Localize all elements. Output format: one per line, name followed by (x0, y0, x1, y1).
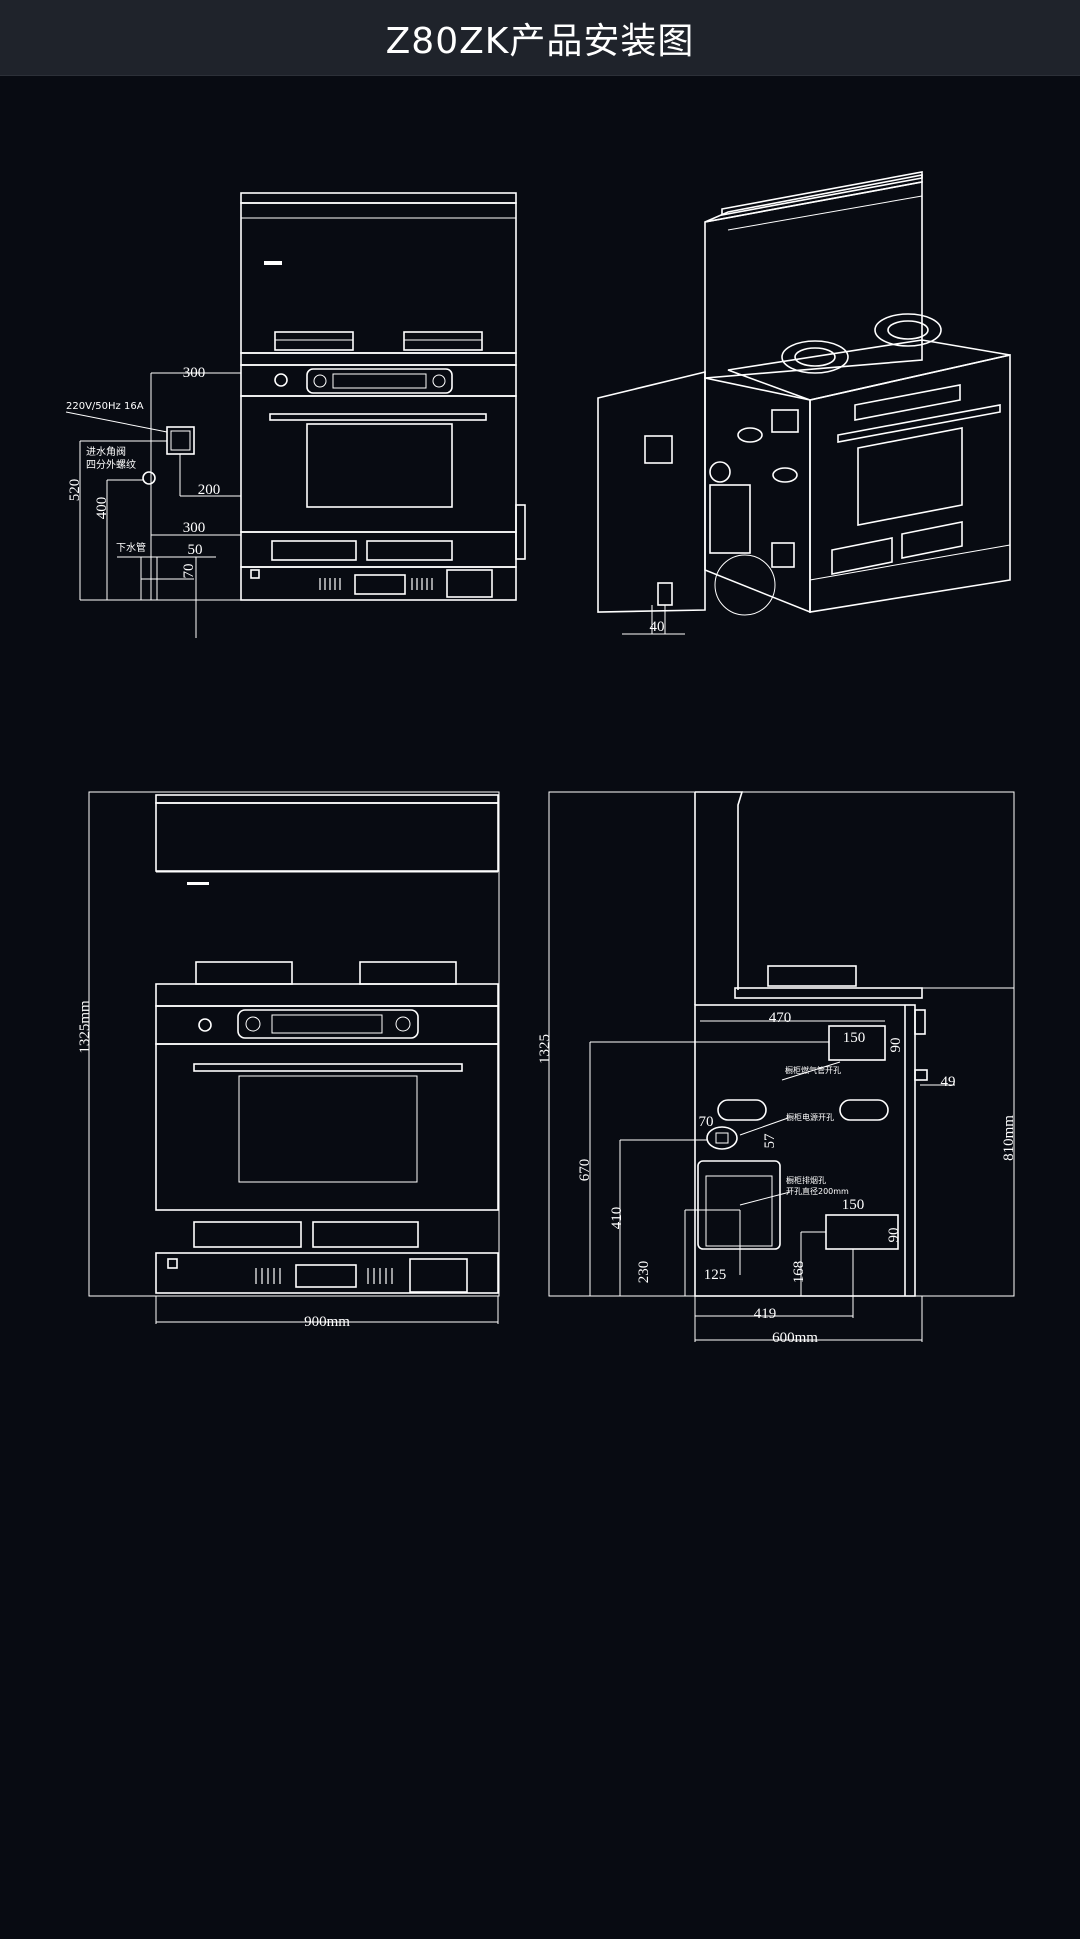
dim-90-gas: 90 (888, 1038, 904, 1053)
dim-200: 200 (198, 482, 221, 498)
dim-150-gas: 150 (843, 1030, 866, 1046)
dim-1325mm: 1325mm (77, 1000, 93, 1054)
dim-520: 520 (67, 479, 83, 502)
isometric-view: 40 (597, 171, 1011, 635)
dim-168: 168 (791, 1261, 807, 1284)
dim-40: 40 (650, 619, 665, 635)
dim-50: 50 (188, 542, 203, 558)
dim-125: 125 (704, 1267, 727, 1283)
dim-57: 57 (762, 1133, 778, 1149)
dim-70: 70 (699, 1114, 714, 1130)
front-view: 900mm 1325mm (77, 791, 500, 1330)
dim-300-mid: 300 (183, 520, 206, 536)
dim-470: 470 (769, 1010, 792, 1026)
page-title: Z80ZK产品安装图 (385, 20, 695, 62)
vent-hole (697, 1160, 781, 1250)
side-view: 橱柜燃气管开孔 橱柜电源开孔 橱柜排烟孔 开孔直径200mm 470 150 9… (537, 791, 1017, 1346)
header-bar: Z80ZK产品安装图 (0, 0, 1080, 76)
dim-230: 230 (636, 1261, 652, 1284)
power-hole (706, 1126, 738, 1150)
dim-49: 49 (941, 1074, 956, 1090)
dim-1325: 1325 (537, 1034, 553, 1064)
burner-right (874, 313, 942, 347)
vent-hole-label: 橱柜排烟孔 (786, 1175, 826, 1185)
burner-right (403, 331, 483, 351)
dim-900mm: 900mm (304, 1314, 350, 1330)
dim-150-water: 150 (842, 1197, 865, 1213)
gas-hole (828, 1025, 886, 1061)
dim-810mm: 810mm (1001, 1115, 1017, 1161)
vent-hole-diameter-label: 开孔直径200mm (786, 1186, 849, 1196)
burner-left (274, 331, 354, 351)
water-valve (142, 471, 156, 485)
valve-label: 进水角阀 (86, 445, 126, 458)
gas-hole-label: 橱柜燃气管开孔 (785, 1065, 841, 1075)
power-label: 220V/50Hz 16A (66, 401, 144, 412)
dim-400: 400 (94, 497, 110, 520)
valve-thread-label: 四分外螺纹 (86, 458, 136, 471)
front-install-view: 300 220V/50Hz 16A 进水角阀 四分外螺纹 200 300 下水管… (65, 192, 526, 638)
dim-410: 410 (609, 1207, 625, 1230)
dim-70: 70 (181, 564, 197, 579)
knob (274, 373, 288, 387)
drain-label: 下水管 (116, 541, 146, 554)
dim-90-water: 90 (886, 1228, 902, 1243)
power-hole-label: 橱柜电源开孔 (786, 1112, 834, 1122)
dim-300-top: 300 (183, 365, 206, 381)
dim-600mm: 600mm (772, 1330, 818, 1346)
dim-419: 419 (754, 1306, 777, 1322)
burner-left (781, 340, 849, 374)
dim-670: 670 (577, 1159, 593, 1182)
